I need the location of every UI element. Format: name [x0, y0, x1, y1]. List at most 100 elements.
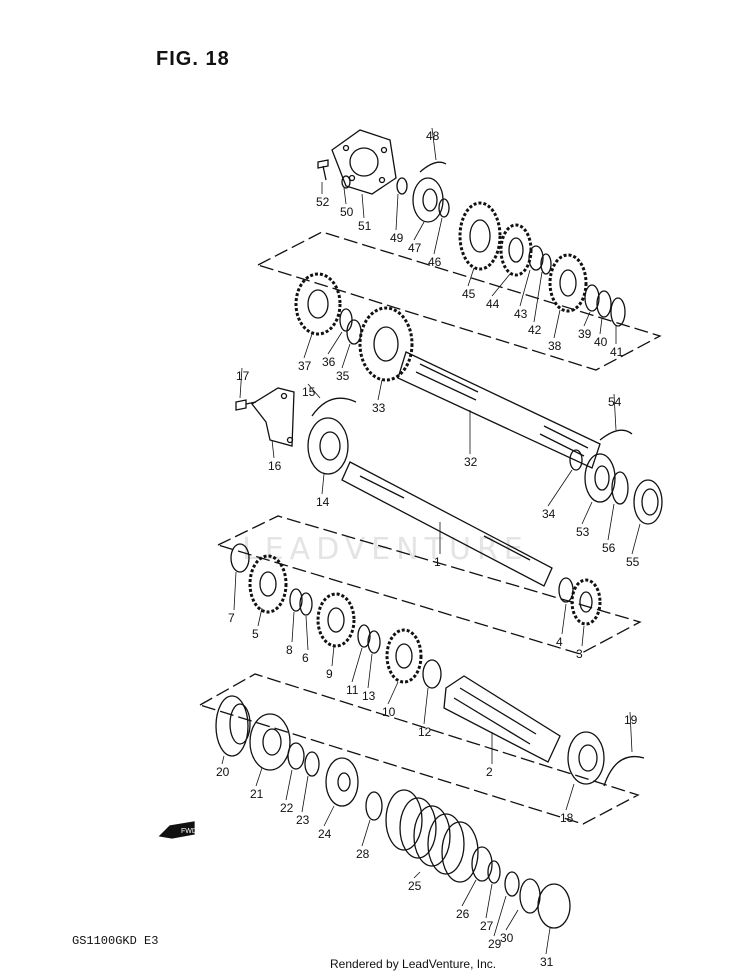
part-number-labels: 1234567891011121314151617181920212223242…: [216, 127, 641, 969]
part-label-14: 14: [316, 495, 330, 509]
part-label-38: 38: [548, 339, 562, 353]
part-label-20: 20: [216, 765, 230, 779]
leader-line-50: [343, 187, 347, 205]
part-label-10: 10: [382, 705, 396, 719]
part-label-16: 16: [268, 459, 282, 473]
leader-line-12: [423, 687, 429, 725]
leader-line-39: [583, 311, 591, 327]
washer-34: [569, 449, 583, 471]
bushing-22: [287, 742, 305, 770]
part-label-36: 36: [322, 355, 336, 369]
leader-line-10: [387, 681, 399, 705]
gear-5: [248, 554, 288, 614]
part-label-1: 1: [434, 555, 441, 569]
retainer-16: [251, 387, 295, 447]
part-label-21: 21: [250, 787, 264, 801]
shaft-2: [443, 675, 561, 763]
leader-line-47: [413, 221, 425, 241]
part-label-6: 6: [302, 651, 309, 665]
leader-line-48: [431, 127, 437, 161]
gear-10: [385, 628, 423, 684]
gear-3: [570, 578, 602, 626]
bushing-43: [528, 245, 544, 271]
part-label-35: 35: [336, 369, 350, 383]
part-label-48: 48: [426, 129, 440, 143]
bearing-7: [230, 543, 250, 573]
cover-20: [215, 695, 251, 757]
rendered-by-footer: Rendered by LeadVenture, Inc.: [330, 957, 497, 971]
bushing-35: [346, 319, 362, 345]
circlip-6: [299, 592, 313, 616]
part-label-53: 53: [576, 525, 590, 539]
leader-line-33: [377, 379, 383, 401]
gear-33: [358, 306, 414, 382]
gear-38: [548, 253, 588, 313]
bearing-14: [307, 417, 349, 475]
circlip-54: [599, 429, 633, 441]
circlip-41: [610, 297, 626, 327]
leader-line-20: [221, 755, 225, 765]
washer-26: [471, 846, 493, 882]
leader-line-55: [631, 523, 641, 555]
circlip-15: [311, 397, 357, 417]
leader-line-19: [629, 711, 633, 753]
leader-line-35: [341, 343, 351, 369]
leader-line-31: [545, 927, 551, 955]
circlip-11: [357, 624, 371, 648]
leader-line-40: [599, 317, 603, 335]
screw-17: [235, 399, 257, 411]
leader-line-54: [613, 393, 617, 431]
leader-line-27: [485, 883, 493, 919]
leader-line-25: [413, 871, 421, 879]
washer-23: [304, 751, 320, 777]
part-label-27: 27: [480, 919, 494, 933]
gear-37: [294, 272, 342, 336]
washer-8: [289, 588, 303, 612]
part-label-19: 19: [624, 713, 638, 727]
cap-31: [537, 883, 571, 929]
leader-line-26: [461, 879, 477, 907]
part-label-45: 45: [462, 287, 476, 301]
leader-line-24: [323, 805, 335, 827]
housing-21: [249, 713, 291, 771]
part-label-56: 56: [602, 541, 616, 555]
part-label-26: 26: [456, 907, 470, 921]
bearing-retainer-plate-51: [331, 129, 397, 195]
part-label-54: 54: [608, 395, 622, 409]
leader-line-23: [301, 775, 309, 813]
washer-46: [438, 198, 450, 218]
part-label-3: 3: [576, 647, 583, 661]
leader-line-49: [395, 193, 399, 231]
part-label-46: 46: [428, 255, 442, 269]
part-label-55: 55: [626, 555, 640, 569]
leader-line-11: [351, 647, 363, 683]
leader-line-8: [291, 611, 295, 643]
leader-line-15: [307, 383, 321, 399]
group-outline-driveshaft-gears: [216, 515, 642, 655]
leader-line-22: [285, 769, 293, 801]
part-label-25: 25: [408, 879, 422, 893]
part-label-29: 29: [488, 937, 502, 951]
washer-36: [339, 308, 353, 332]
washer-29: [504, 871, 520, 897]
part-label-18: 18: [560, 811, 574, 825]
leader-line-28: [361, 819, 371, 847]
fwd-label: FWD: [181, 828, 197, 835]
leader-line-13: [367, 653, 373, 689]
part-label-8: 8: [286, 643, 293, 657]
countershaft-32: [397, 351, 601, 469]
leader-line-7: [233, 571, 237, 611]
leader-line-5: [257, 607, 263, 627]
leader-line-36: [327, 331, 343, 355]
part-label-28: 28: [356, 847, 370, 861]
hub-24: [325, 757, 359, 807]
gear-44: [499, 223, 533, 277]
driveshaft-1: [341, 461, 553, 587]
part-label-24: 24: [318, 827, 332, 841]
bushing-12: [422, 659, 442, 689]
leader-line-3: [581, 625, 585, 647]
leader-line-43: [519, 269, 531, 307]
pin-52: [317, 159, 329, 181]
part-label-34: 34: [542, 507, 556, 521]
leader-line-30: [505, 909, 519, 931]
